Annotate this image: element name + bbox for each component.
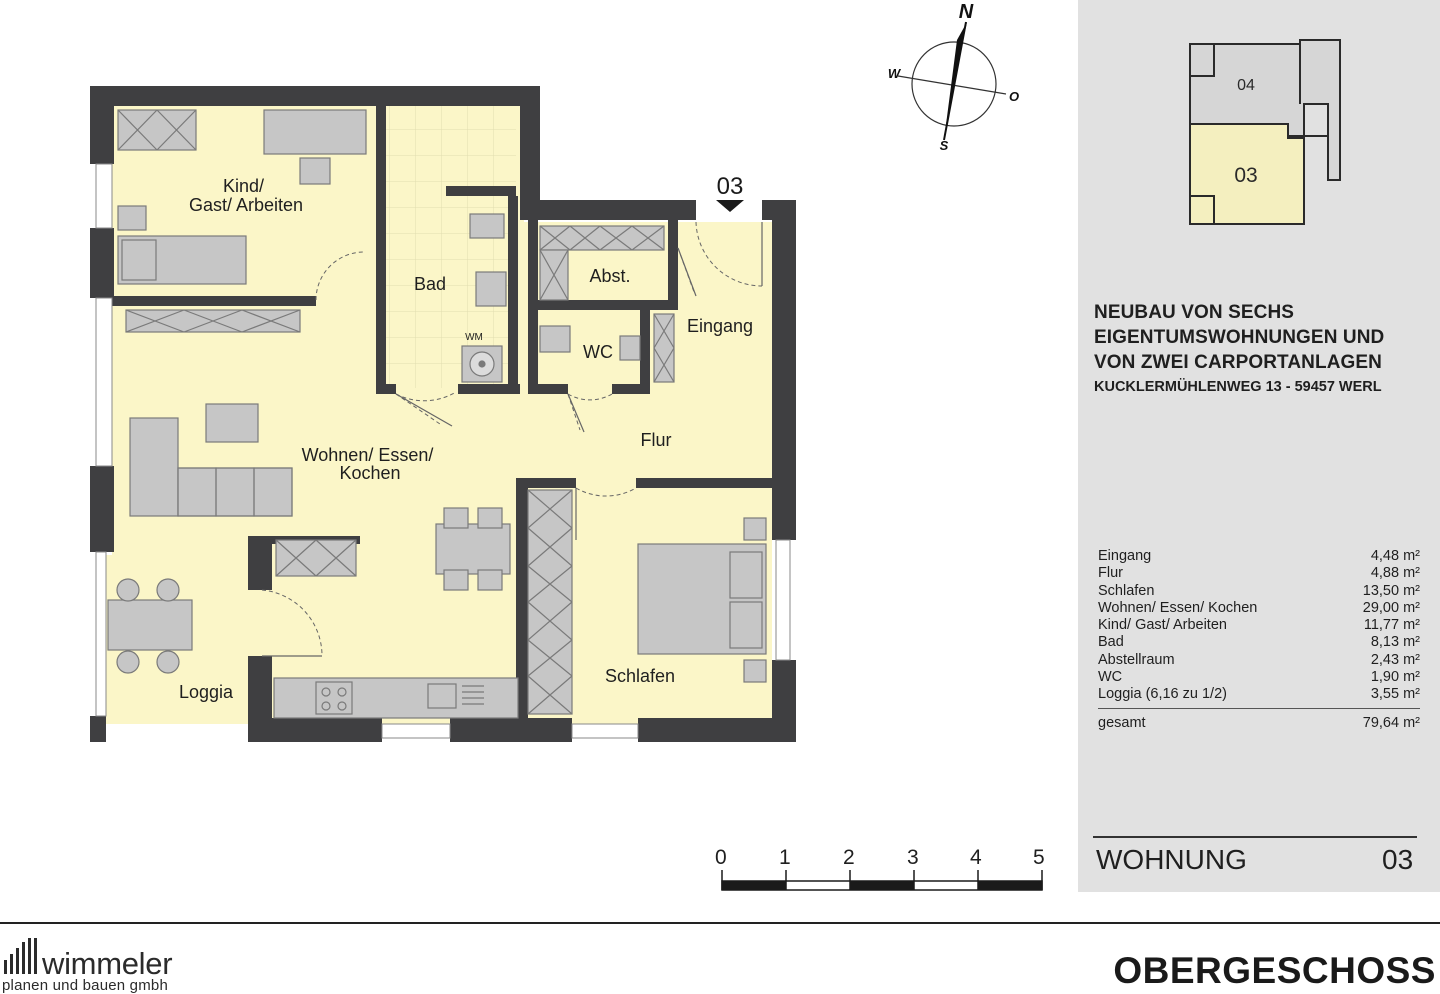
area-name: Flur [1098, 565, 1123, 582]
windows [95, 163, 791, 739]
unit-divider [1093, 836, 1417, 838]
room-label-flur: Flur [641, 430, 672, 450]
area-value: 13,50 m² [1362, 582, 1420, 599]
storage-shelf [539, 225, 665, 251]
scale-label-4: 4 [970, 846, 982, 869]
project-line: VON ZWEI CARPORTANLAGEN [1094, 352, 1382, 373]
wc-basin [619, 335, 641, 361]
area-total-row: gesamt 79,64 m² [1098, 713, 1420, 733]
area-value: 2,43 m² [1370, 651, 1420, 668]
area-row: Wohnen/ Essen/ Kochen 29,00 m² [1098, 600, 1420, 617]
entrance-number: 03 [717, 173, 744, 200]
area-name: Schlafen [1098, 582, 1155, 599]
compass-west: W [888, 66, 902, 81]
area-row: Abstellraum 2,43 m² [1098, 652, 1420, 669]
area-value: 1,90 m² [1370, 669, 1420, 686]
desk-chair [299, 157, 331, 185]
kitchen-counter [273, 677, 519, 719]
area-name: Wohnen/ Essen/ Kochen [1098, 599, 1258, 616]
nightstand [743, 659, 767, 683]
unit-number: 03 [1382, 844, 1414, 875]
furniture [107, 109, 767, 719]
compass-south: S [940, 138, 949, 153]
area-row: Loggia (6,16 zu 1/2) 3,55 m² [1098, 686, 1420, 703]
project-line: EIGENTUMSWOHNUNGEN UND [1094, 327, 1385, 348]
project-title: NEUBAU VON SECHS EIGENTUMSWOHNUNGEN UND … [1094, 300, 1434, 397]
area-row: Flur 4,88 m² [1098, 565, 1420, 582]
area-divider [1098, 707, 1420, 709]
room-label-loggia: Loggia [179, 682, 234, 702]
floor-plan: Kind/ Gast/ Arbeiten Bad Abst. WC Eingan… [90, 1, 1043, 891]
company-name: wimmeler [42, 946, 173, 981]
loggia-table [107, 599, 193, 651]
coffee-table [205, 403, 259, 443]
scale-label-2: 2 [843, 846, 855, 869]
area-value: 4,88 m² [1370, 565, 1420, 582]
area-total-value: 79,64 m² [1362, 714, 1420, 731]
scale-label-0: 0 [715, 846, 727, 869]
door-leaves [262, 222, 763, 657]
area-name: Bad [1098, 634, 1124, 651]
room-label-wohnen: Wohnen/ Essen/ Kochen [302, 445, 439, 483]
area-name: Loggia (6,16 zu 1/2) [1098, 686, 1227, 703]
area-table: Eingang 4,48 m² Flur 4,88 m² Schlafen 13,50… [1098, 548, 1420, 733]
project-address: KUCKLERMÜHLENWEG 13 - 59457 WERL [1094, 379, 1382, 395]
nightstand [743, 517, 767, 541]
company-tagline: planen und bauen gmbh [2, 977, 169, 994]
unit-label: WOHNUNG [1096, 844, 1247, 875]
desk [263, 109, 367, 155]
wc-toilet [539, 325, 571, 353]
double-bed [637, 543, 767, 655]
toilet [469, 213, 505, 239]
area-name: Kind/ Gast/ Arbeiten [1098, 617, 1227, 634]
area-value: 11,77 m² [1363, 617, 1420, 634]
company-logo-icon [4, 938, 37, 974]
bed-single [117, 235, 247, 285]
wm-label: WM [465, 332, 483, 343]
area-row: Bad 8,13 m² [1098, 634, 1420, 651]
compass-east: O [1009, 89, 1019, 104]
area-value: 4,48 m² [1370, 548, 1420, 564]
floor-title: OBERGESCHOSS [1113, 950, 1436, 991]
walls [90, 86, 796, 742]
scale-label-5: 5 [1033, 846, 1045, 869]
room-label-abst: Abst. [589, 266, 630, 286]
area-name: Abstellraum [1098, 651, 1175, 668]
room-label-wc: WC [583, 342, 613, 362]
wardrobe [117, 109, 197, 151]
room-label-schlafen: Schlafen [605, 666, 675, 686]
area-row: Schlafen 13,50 m² [1098, 583, 1420, 600]
project-line: NEUBAU VON SECHS [1094, 302, 1295, 323]
area-value: 3,55 m² [1370, 686, 1420, 703]
keyplan-unit-04: 04 [1237, 77, 1255, 94]
area-name: Eingang [1098, 548, 1152, 564]
compass-north: N [959, 1, 974, 23]
area-value: 29,00 m² [1362, 599, 1420, 616]
entrance-marker: 03 [716, 173, 744, 212]
scale-label-1: 1 [779, 846, 791, 869]
room-label-kind: Kind/ Gast/ Arbeiten [189, 176, 303, 215]
fridge-cabinet [275, 539, 357, 577]
scale-label-3: 3 [907, 846, 919, 869]
area-row: WC 1,90 m² [1098, 669, 1420, 686]
scale-bar [721, 870, 1043, 891]
room-label-eingang: Eingang [687, 316, 753, 336]
footer-divider [0, 922, 1440, 924]
area-row: Eingang 4,48 m² [1098, 548, 1420, 565]
washbasin [475, 271, 507, 307]
room-label-bad: Bad [414, 274, 446, 294]
hall-cabinet [653, 313, 675, 383]
bedroom-wardrobe [527, 489, 573, 715]
area-total-label: gesamt [1098, 714, 1146, 731]
area-name: WC [1098, 669, 1123, 686]
sofa [129, 417, 179, 517]
room-labels: Kind/ Gast/ Arbeiten Bad Abst. WC Eingan… [179, 176, 753, 702]
side-table [117, 205, 147, 231]
area-value: 8,13 m² [1370, 634, 1420, 651]
key-plan: 04 03 [1189, 39, 1341, 225]
keyplan-unit-03: 03 [1234, 164, 1257, 187]
compass: N S W O [888, 1, 1019, 153]
dining-table [435, 523, 511, 575]
area-row: Kind/ Gast/ Arbeiten 11,77 m² [1098, 617, 1420, 634]
